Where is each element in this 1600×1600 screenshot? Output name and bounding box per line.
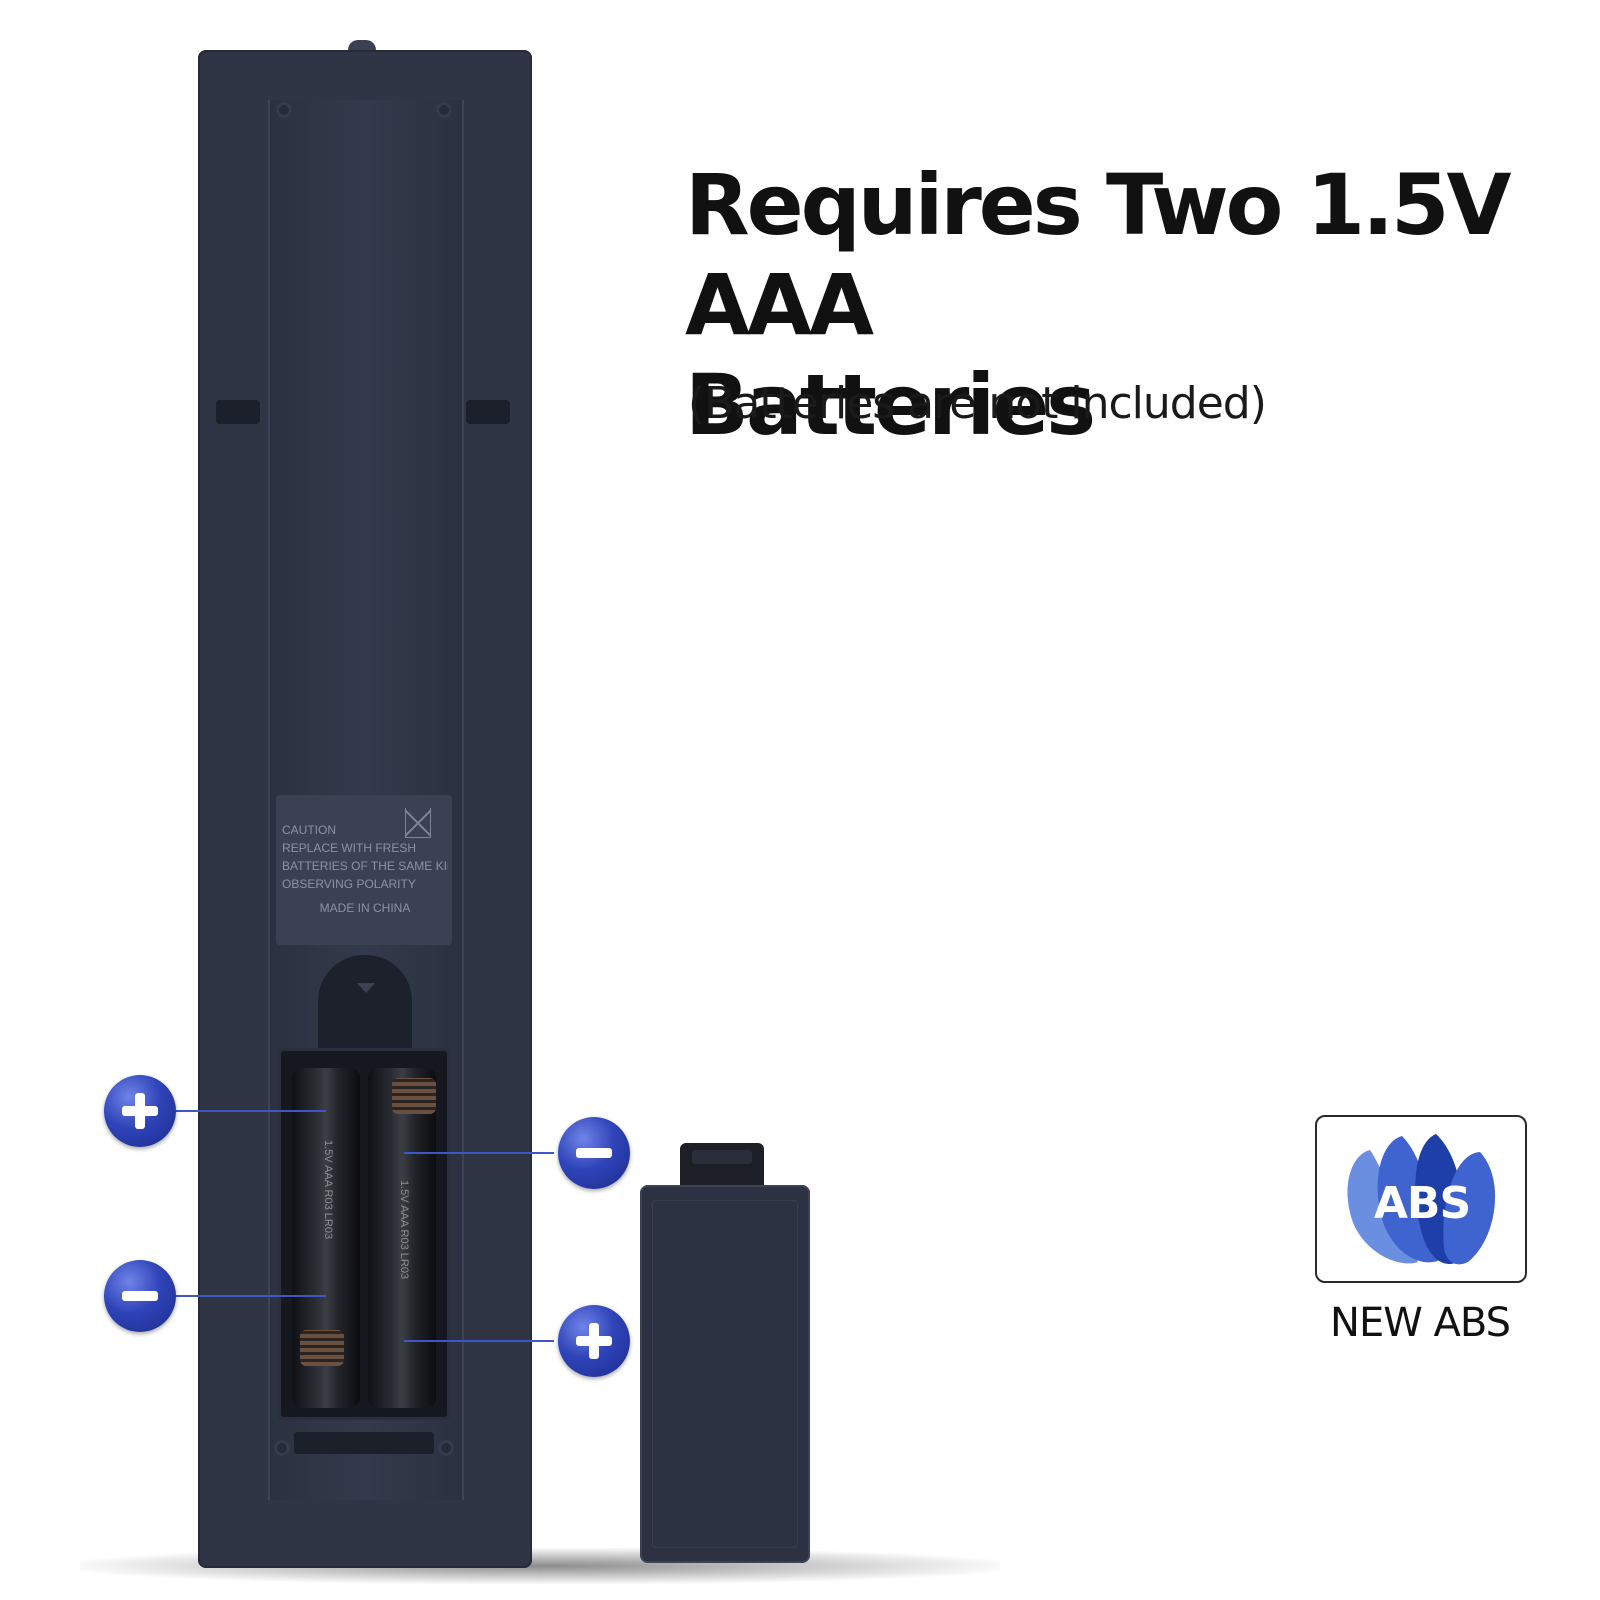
- leader-line: [176, 1110, 326, 1112]
- side-clip-right: [466, 400, 510, 424]
- battery-right: [368, 1068, 436, 1408]
- caution-label-line-2: REPLACE WITH FRESH: [282, 841, 417, 855]
- plus-icon: [558, 1305, 630, 1377]
- leader-line: [404, 1340, 554, 1342]
- battery-right-print: 1.5V AAA R03 LR03: [398, 1180, 410, 1280]
- leader-line: [404, 1152, 554, 1154]
- abs-caption: NEW ABS: [1330, 1300, 1511, 1346]
- crossed-bin-icon: [405, 808, 431, 838]
- abs-logo-text: ABS: [1373, 1178, 1471, 1229]
- headline-line-1: Requires Two 1.5V AAA: [685, 156, 1511, 354]
- logo-leaf: [1443, 1152, 1496, 1265]
- battery-cover-inner: [652, 1200, 798, 1548]
- caution-label: CAUTION REPLACE WITH FRESH BATTERIES OF …: [276, 795, 452, 945]
- arrow-down-icon: [357, 983, 375, 993]
- screw-top-left: [276, 102, 292, 118]
- screw-bottom-left: [274, 1440, 290, 1456]
- battery-pull-tab: [318, 955, 412, 1063]
- headline-line-2: Batteries: [685, 356, 1096, 454]
- side-clip-left: [216, 400, 260, 424]
- screw-bottom-right: [438, 1440, 454, 1456]
- plus-icon: [104, 1075, 176, 1147]
- battery-left-print: 1.5V AAA R03 LR03: [322, 1140, 334, 1240]
- abs-leaf-logo: [1347, 1134, 1496, 1265]
- caution-label-origin: MADE IN CHINA: [319, 901, 411, 915]
- subtitle: (Batteries are not included): [688, 378, 1267, 429]
- spring-contact-top: [392, 1078, 436, 1114]
- caution-label-line-1: CAUTION: [282, 823, 336, 837]
- caution-label-line-4: OBSERVING POLARITY: [282, 877, 416, 891]
- minus-icon: [558, 1117, 630, 1189]
- screw-top-right: [436, 102, 452, 118]
- minus-icon: [104, 1260, 176, 1332]
- bottom-slot: [294, 1432, 434, 1454]
- leader-line: [176, 1295, 326, 1297]
- battery-cover-latch-detail: [692, 1150, 752, 1164]
- caution-label-line-3: BATTERIES OF THE SAME KIND: [282, 859, 448, 873]
- battery-cover: [640, 1185, 810, 1563]
- spring-contact-bottom: [300, 1330, 344, 1366]
- headline: Requires Two 1.5V AAA Batteries: [685, 155, 1585, 455]
